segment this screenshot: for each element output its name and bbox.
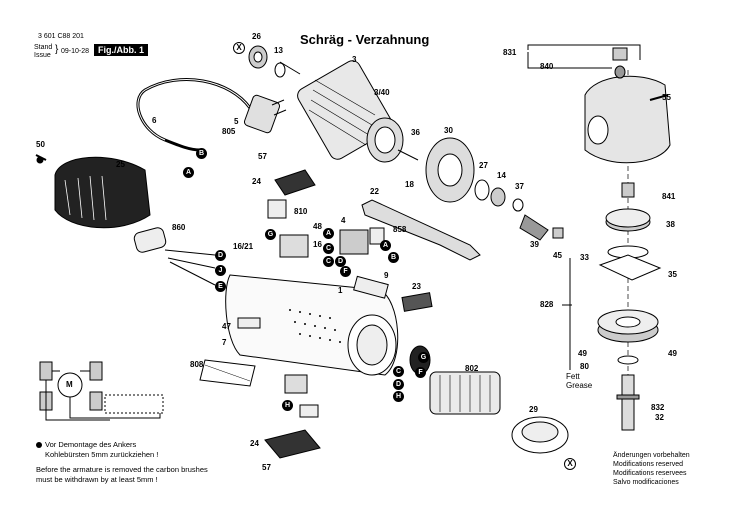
brace-glyph: } (55, 44, 59, 55)
label-7: 7 (222, 338, 227, 347)
label-32: 32 (655, 413, 664, 422)
badge-f-coil: F (415, 367, 426, 378)
label-29: 29 (529, 405, 538, 414)
label-36: 36 (411, 128, 420, 137)
label-57-top: 57 (258, 152, 267, 161)
label-50: 50 (36, 140, 45, 149)
label-23: 23 (412, 282, 421, 291)
disclaimer-fr: Modifications reservees (613, 470, 687, 477)
label-26: 26 (252, 32, 261, 41)
label-808: 808 (190, 360, 204, 369)
label-858: 858 (393, 225, 407, 234)
label-16-21-top: 16/21 (233, 242, 254, 251)
label-5: 5 (234, 117, 239, 126)
badge-a-cable: A (183, 167, 194, 178)
badge-a-holder: A (380, 240, 391, 251)
x-mark-bottom: X (564, 458, 576, 470)
label-38: 38 (666, 220, 675, 229)
label-39: 39 (530, 240, 539, 249)
x-mark-top: X (233, 42, 245, 54)
note-de-line2: Kohlebürsten 5mm zurückziehen ! (45, 450, 159, 459)
grease-label: Grease (566, 381, 593, 390)
label-810-top: 810 (294, 207, 308, 216)
label-13: 13 (274, 46, 283, 55)
label-14: 14 (497, 171, 506, 180)
label-841: 841 (662, 192, 676, 201)
label-49-left: 49 (578, 349, 587, 358)
badge-g-switch: G (265, 229, 276, 240)
badge-d-rfi: D (215, 250, 226, 261)
disclaimer-es: Salvo modificaciones (613, 479, 679, 486)
label-840: 840 (540, 62, 554, 71)
badge-d-coil: D (393, 379, 404, 390)
label-3: 3 (352, 55, 357, 64)
fett-label: Fett (566, 372, 580, 381)
label-55: 55 (662, 93, 671, 102)
motor-symbol: M (66, 380, 73, 389)
badge-b-holder: B (388, 252, 399, 263)
badge-f-brush: F (340, 266, 351, 277)
label-1: 1 (338, 286, 343, 295)
label-6: 6 (152, 116, 157, 125)
label-45: 45 (553, 251, 562, 260)
label-25: 25 (116, 160, 125, 169)
label-33: 33 (580, 253, 589, 262)
badge-d-holder: D (335, 256, 346, 267)
label-47: 47 (222, 322, 231, 331)
label-18: 18 (405, 180, 414, 189)
label-9: 9 (384, 271, 389, 280)
label-49-right: 49 (668, 349, 677, 358)
label-832: 832 (651, 403, 665, 412)
issue-label: Issue (34, 52, 51, 59)
badge-a-brush: A (323, 228, 334, 239)
label-805: 805 (222, 127, 236, 136)
note-en-line1: Before the armature is removed the carbo… (36, 465, 208, 474)
disclaimer-en: Modifications reserved (613, 461, 684, 468)
part-number: 3 601 C88 201 (38, 33, 84, 40)
badge-c-coil: C (393, 366, 404, 377)
badge-g-coil: G (418, 352, 429, 363)
label-16-top: 16 (313, 240, 322, 249)
disclaimer-de: Änderungen vorbehalten (613, 452, 690, 459)
badge-b-cable: B (196, 148, 207, 159)
issue-date: 09-10-28 (61, 48, 90, 55)
label-30: 30 (444, 126, 453, 135)
label-57-bottom: 57 (262, 463, 271, 472)
badge-j-rfi: J (215, 265, 226, 276)
label-37: 37 (515, 182, 524, 191)
label-4: 4 (341, 216, 346, 225)
label-831: 831 (503, 48, 517, 57)
badge-h-switch: H (282, 400, 293, 411)
label-828: 828 (540, 300, 554, 309)
diagram-title: Schräg - Verzahnung (300, 32, 430, 47)
label-48-top: 48 (313, 222, 322, 231)
badge-c-holder: C (323, 256, 334, 267)
bullet-icon (36, 442, 42, 449)
label-27: 27 (479, 161, 488, 170)
label-80: 80 (580, 362, 589, 371)
label-24-bottom: 24 (250, 439, 259, 448)
figure-label: Fig./Abb. 1 (94, 44, 148, 56)
note-de-line1: Vor Demontage des Ankers (36, 440, 136, 449)
note-en-line2: must be withdrawn by at least 5mm ! (36, 475, 158, 484)
label-24-top: 24 (252, 177, 261, 186)
badge-e-rfi: E (215, 281, 226, 292)
label-22: 22 (370, 187, 379, 196)
badge-c-brush: C (323, 243, 334, 254)
label-860: 860 (172, 223, 186, 232)
armature-drawing (279, 60, 419, 163)
badge-h-coil: H (393, 391, 404, 402)
stand-label: Stand (34, 44, 53, 51)
label-35: 35 (668, 270, 677, 279)
label-802: 802 (465, 364, 479, 373)
wiring-schematic (39, 361, 164, 421)
label-3-40: 3/40 (374, 88, 390, 97)
